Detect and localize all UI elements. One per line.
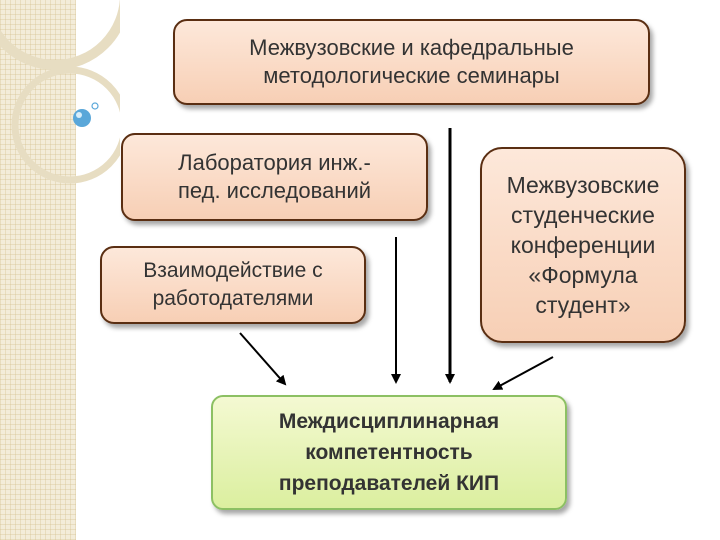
node-lab: Лаборатория инж.- пед. исследований [121,133,428,221]
node-lab-label: Лаборатория инж.- пед. исследований [178,149,371,205]
node-competence: Междисциплинарная компетентность препода… [211,395,567,510]
node-employers-label: Взаимодействие с работодателями [143,257,322,313]
decorative-bubble-large [73,109,91,127]
node-conferences: Межвузовские студенческие конференции «Ф… [480,147,686,343]
node-competence-label: Междисциплинарная компетентность препода… [279,406,499,499]
decorative-bubble-small [92,103,98,109]
node-conferences-label: Межвузовские студенческие конференции «Ф… [507,170,660,320]
arrow-conferences-to-competence [494,357,553,389]
node-seminars-label: Межвузовские и кафедральные методологиче… [249,34,574,90]
node-seminars: Межвузовские и кафедральные методологиче… [173,19,650,105]
arrow-employers-to-competence [240,333,285,384]
node-employers: Взаимодействие с работодателями [100,246,366,324]
decorative-circles [0,0,120,200]
